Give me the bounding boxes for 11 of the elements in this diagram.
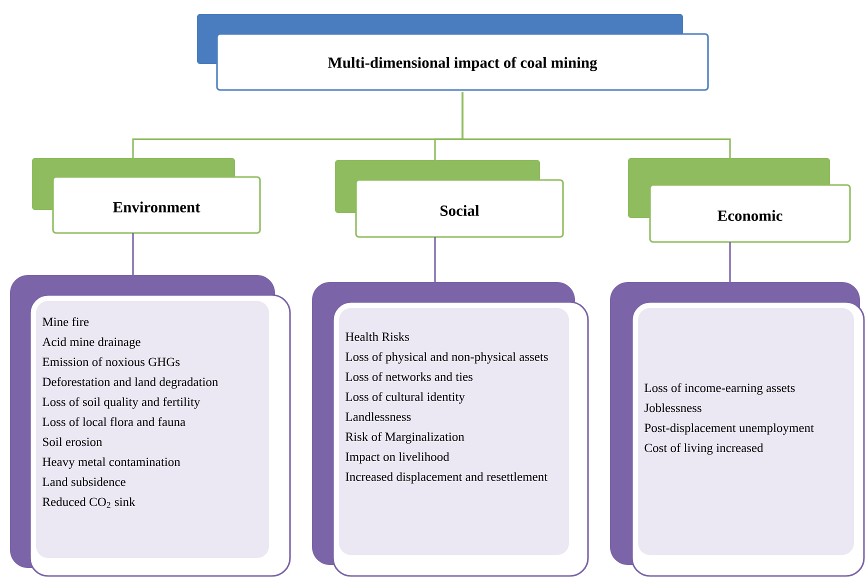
- connector-line: [132, 233, 134, 275]
- list-box: Mine fire Acid mine drainage Emission of noxious GHGs Deforestation and land degradation Loss of soil quality and fertility Loss of local flora and fauna Soil erosion Heavy metal contamination Land subsidence Reduced CO$_{2}$ sink: [10, 275, 291, 577]
- connector-line: [462, 92, 731, 158]
- connector-line: [434, 237, 436, 282]
- title-box: Multi-dimensional impact of coal mining: [197, 14, 709, 91]
- category-box: Social: [335, 160, 564, 238]
- category-box: Economic: [628, 158, 851, 243]
- list-box: Loss of income-earning assets Joblessness Post-displacement unemployment Cost of living increased: [610, 282, 865, 577]
- category-box: Environment: [32, 158, 261, 234]
- list-box: Health Risks Loss of physical and non-physical assets Loss of networks and ties Loss of cultural identity Landlessness Risk of Marginalization Impact on livelihood Increased displacement and resettlement: [312, 282, 589, 577]
- connector-line: [729, 242, 731, 282]
